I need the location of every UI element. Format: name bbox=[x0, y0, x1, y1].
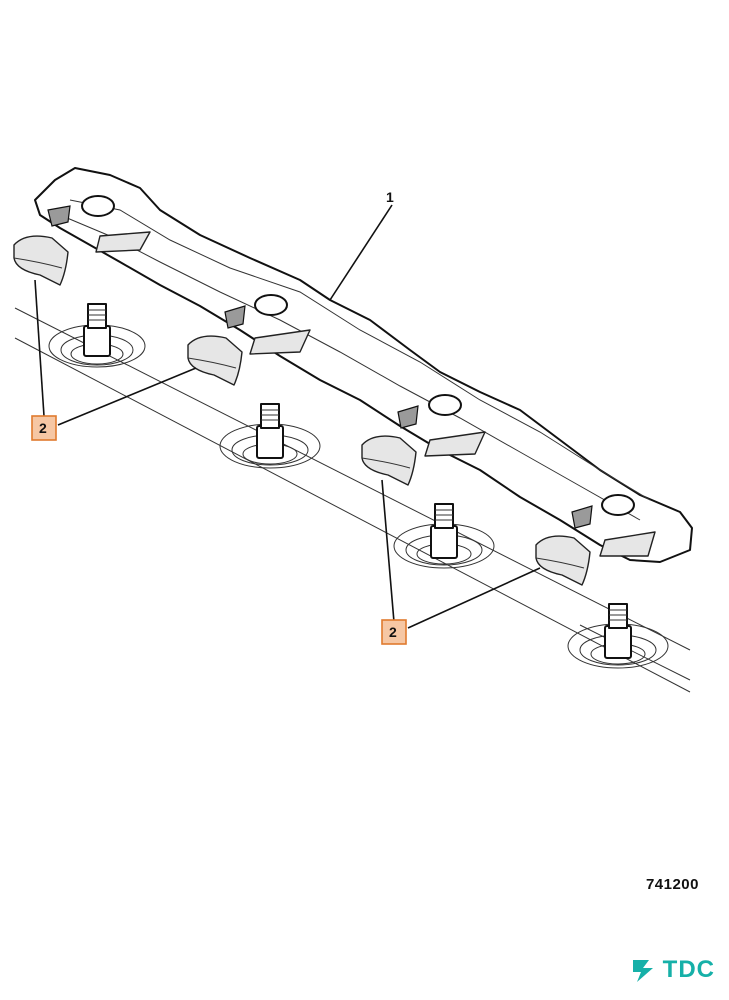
leader-lines bbox=[34, 204, 541, 629]
stud-3 bbox=[393, 503, 495, 569]
callout-2-right: 2 bbox=[381, 619, 407, 645]
stud-4 bbox=[567, 603, 669, 669]
svg-text:2: 2 bbox=[39, 420, 47, 436]
stud-1 bbox=[48, 303, 146, 368]
isolator-pad-1 bbox=[13, 235, 69, 286]
stud-2 bbox=[219, 403, 321, 469]
callout-2-left: 2 bbox=[31, 415, 57, 441]
figure-reference-number: 741200 bbox=[645, 876, 699, 893]
tdc-logo-icon bbox=[632, 960, 653, 982]
svg-text:2: 2 bbox=[389, 624, 397, 640]
logo-text: TDC bbox=[662, 956, 715, 983]
isolator-pad-4 bbox=[535, 535, 591, 586]
isolator-pad-3 bbox=[361, 435, 417, 486]
isolator-pad-2 bbox=[187, 335, 243, 386]
tdc-logo: TDC bbox=[629, 956, 715, 984]
callout-1: 1 bbox=[386, 189, 394, 205]
engine-cover bbox=[34, 167, 693, 563]
